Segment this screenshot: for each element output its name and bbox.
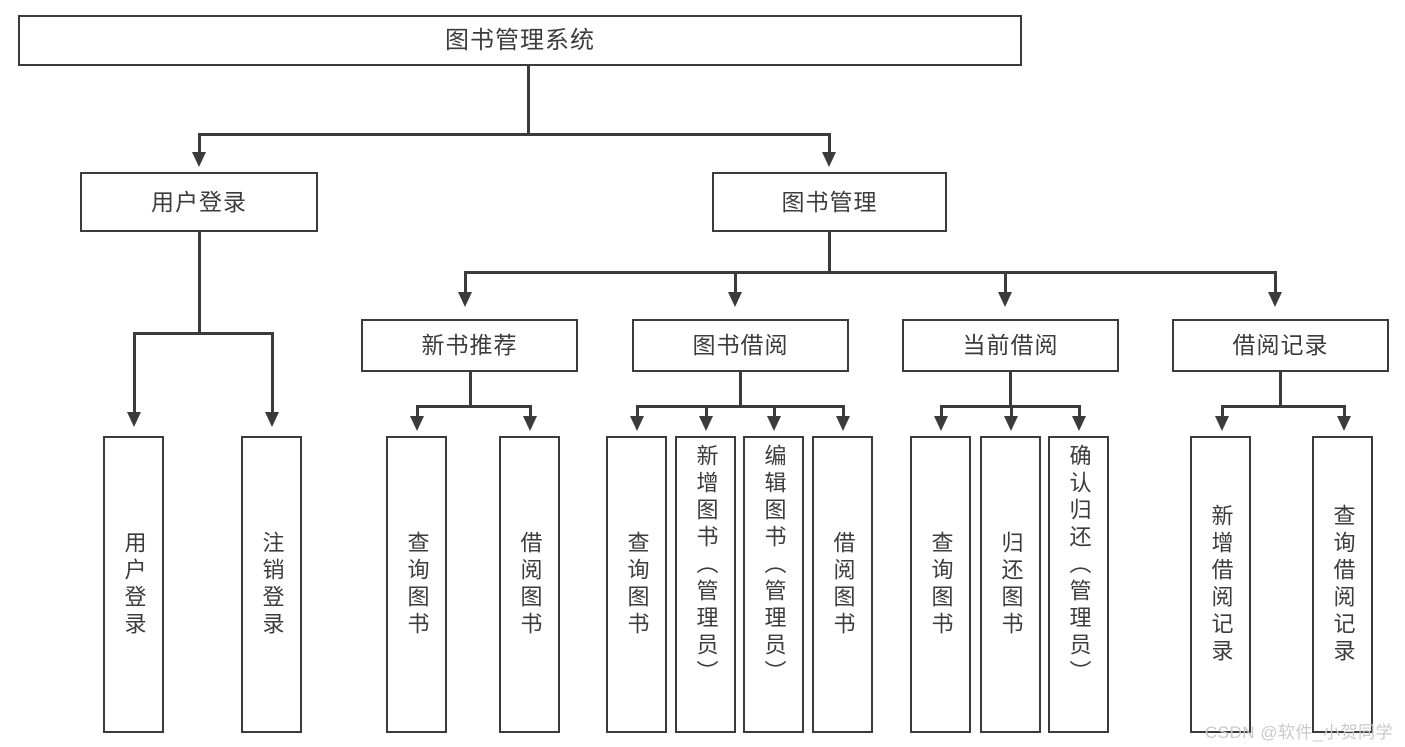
arrow-bb-to-leaf-2 xyxy=(699,416,713,431)
node-current-borrow[interactable]: 当前借阅 xyxy=(902,319,1119,372)
connector-bb-to-leaf-3 xyxy=(773,405,776,419)
leaf-add-record[interactable]: 新增借阅记录 xyxy=(1190,436,1251,733)
connector-root-bus xyxy=(198,133,830,136)
leaf-edit-book[interactable]: 编辑图书（管理员） xyxy=(743,436,804,733)
connector-cb-to-leaf-1 xyxy=(940,405,943,419)
leaf-add-book[interactable]: 新增图书（管理员） xyxy=(675,436,736,733)
connector-book-manage-to-l3-2 xyxy=(734,271,737,295)
connector-root-stem xyxy=(527,66,530,134)
node-label: 用户登录 xyxy=(151,188,247,215)
connector-book-manage-to-l3-3 xyxy=(1004,271,1007,295)
leaf-query-book-2[interactable]: 查询图书 xyxy=(606,436,667,733)
leaf-return-book[interactable]: 归还图书 xyxy=(980,436,1041,733)
leaf-logout[interactable]: 注销登录 xyxy=(241,436,302,733)
connector-borrow-record-bus xyxy=(1221,405,1343,408)
node-label: 图书借阅 xyxy=(692,332,789,359)
connector-new-book-recommend-bus xyxy=(416,405,529,408)
leaf-label: 查询图书 xyxy=(404,530,430,639)
connector-book-manage-to-l3-4 xyxy=(1274,271,1277,295)
node-borrow-record[interactable]: 借阅记录 xyxy=(1172,319,1389,372)
connector-user-login-stem xyxy=(198,232,201,333)
node-label: 新书推荐 xyxy=(421,332,518,359)
leaf-confirm-return[interactable]: 确认归还（管理员） xyxy=(1048,436,1109,733)
arrow-br-to-leaf-2 xyxy=(1337,416,1351,431)
connector-current-borrow-stem xyxy=(1009,372,1012,406)
connector-br-to-leaf-1 xyxy=(1221,405,1224,419)
arrow-bb-to-leaf-3 xyxy=(767,416,781,431)
leaf-label: 用户登录 xyxy=(121,530,147,639)
connector-user-login-to-leaf-1 xyxy=(133,332,136,415)
leaf-label: 归还图书 xyxy=(998,530,1024,639)
connector-bb-to-leaf-4 xyxy=(842,405,845,419)
arrow-book-manage-to-l3-2 xyxy=(728,292,742,307)
connector-book-manage-to-l3-1 xyxy=(464,271,467,295)
leaf-label: 查询借阅记录 xyxy=(1330,503,1356,666)
connector-cb-to-leaf-2 xyxy=(1010,405,1013,419)
connector-user-login-bus xyxy=(133,332,271,335)
leaf-label: 查询图书 xyxy=(928,530,954,639)
leaf-label: 注销登录 xyxy=(259,530,285,639)
leaf-borrow-book-2[interactable]: 借阅图书 xyxy=(812,436,873,733)
arrow-user-login-to-leaf-2 xyxy=(265,412,279,427)
arrow-cb-to-leaf-3 xyxy=(1072,416,1086,431)
connector-root-to-book-manage xyxy=(828,133,831,155)
node-user-login[interactable]: 用户登录 xyxy=(80,172,318,232)
node-book-manage[interactable]: 图书管理 xyxy=(712,172,947,232)
leaf-label: 确认归还（管理员） xyxy=(1066,444,1092,687)
connector-br-to-leaf-2 xyxy=(1343,405,1346,419)
leaf-user-login[interactable]: 用户登录 xyxy=(103,436,164,733)
connector-book-manage-bus xyxy=(464,271,1276,274)
leaf-label: 新增借阅记录 xyxy=(1208,503,1234,666)
connector-book-manage-stem xyxy=(828,232,831,272)
connector-nbr-to-leaf-1 xyxy=(416,405,419,419)
arrow-bb-to-leaf-4 xyxy=(836,416,850,431)
leaf-query-book-1[interactable]: 查询图书 xyxy=(386,436,447,733)
connector-new-book-recommend-stem xyxy=(469,372,472,406)
node-label: 图书管理系统 xyxy=(445,26,595,54)
node-label: 借阅记录 xyxy=(1232,332,1329,359)
arrow-root-to-book-manage xyxy=(822,152,836,167)
connector-bb-to-leaf-2 xyxy=(705,405,708,419)
node-root-book-management-system[interactable]: 图书管理系统 xyxy=(18,15,1022,66)
node-label: 当前借阅 xyxy=(962,332,1059,359)
arrow-bb-to-leaf-1 xyxy=(630,416,644,431)
leaf-label: 新增图书（管理员） xyxy=(693,444,719,687)
leaf-label: 查询图书 xyxy=(624,530,650,639)
leaf-borrow-book-1[interactable]: 借阅图书 xyxy=(499,436,560,733)
arrow-book-manage-to-l3-4 xyxy=(1268,292,1282,307)
arrow-root-to-user-login xyxy=(192,152,206,167)
leaf-label: 借阅图书 xyxy=(517,530,543,639)
node-book-borrow[interactable]: 图书借阅 xyxy=(632,319,849,372)
connector-borrow-record-stem xyxy=(1279,372,1282,406)
node-label: 图书管理 xyxy=(781,188,878,215)
arrow-book-manage-to-l3-1 xyxy=(458,292,472,307)
connector-user-login-to-leaf-2 xyxy=(271,332,274,415)
connector-nbr-to-leaf-2 xyxy=(529,405,532,419)
arrow-cb-to-leaf-2 xyxy=(1004,416,1018,431)
connector-book-borrow-stem xyxy=(739,372,742,406)
leaf-query-record[interactable]: 查询借阅记录 xyxy=(1312,436,1373,733)
connector-book-borrow-bus xyxy=(636,405,844,408)
arrow-user-login-to-leaf-1 xyxy=(127,412,141,427)
leaf-label: 借阅图书 xyxy=(830,530,856,639)
arrow-book-manage-to-l3-3 xyxy=(998,292,1012,307)
arrow-br-to-leaf-1 xyxy=(1215,416,1229,431)
connector-bb-to-leaf-1 xyxy=(636,405,639,419)
leaf-query-book-3[interactable]: 查询图书 xyxy=(910,436,971,733)
node-new-book-recommend[interactable]: 新书推荐 xyxy=(361,319,578,372)
connector-cb-to-leaf-3 xyxy=(1078,405,1081,419)
leaf-label: 编辑图书（管理员） xyxy=(761,444,787,687)
arrow-nbr-to-leaf-2 xyxy=(523,416,537,431)
connector-root-to-user-login xyxy=(198,133,201,155)
arrow-nbr-to-leaf-1 xyxy=(410,416,424,431)
arrow-cb-to-leaf-1 xyxy=(934,416,948,431)
